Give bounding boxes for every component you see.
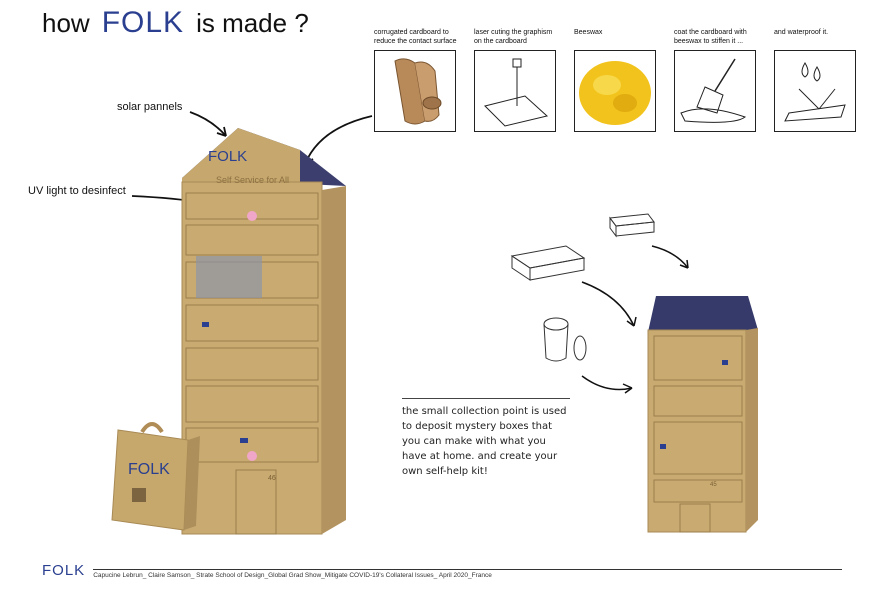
water-drops-icon — [774, 50, 856, 132]
step-caption: corrugated cardboard to reduce the conta… — [374, 29, 457, 45]
step-caption: laser cuting the graphism on the cardboa… — [474, 29, 553, 45]
arrow-box2 — [581, 281, 635, 327]
callout-solar: solar pannels — [117, 101, 183, 113]
step-waterproof: and waterproof it. — [774, 28, 858, 132]
step-caption: Beeswax — [574, 29, 603, 36]
footer: FOLK Capucine Lebrun_ Claire Samson_ Str… — [42, 562, 842, 579]
callout-uv: UV light to desinfect — [28, 185, 126, 197]
laser-icon — [474, 50, 556, 132]
mystery-boxes — [510, 213, 655, 362]
step-laser: laser cuting the graphism on the cardboa… — [474, 28, 558, 132]
tower-number: 46 — [268, 475, 276, 482]
cardboard-bag — [111, 422, 200, 531]
brush-icon — [674, 50, 756, 132]
beeswax-icon — [574, 50, 656, 132]
tower-building — [181, 128, 346, 535]
title-prefix: how — [42, 8, 90, 38]
title-suffix: is made ? — [196, 8, 309, 38]
cardboard-roll-icon — [374, 50, 456, 132]
step-beeswax: Beeswax — [574, 28, 658, 132]
arrow-solar — [189, 111, 227, 137]
info-text: the small collection point is used to de… — [402, 398, 570, 479]
footer-brand: FOLK — [42, 562, 86, 579]
footer-credit: Capucine Lebrun_ Claire Samson_ Strate S… — [93, 569, 842, 579]
step-brush: coat the cardboard with beeswax to stiff… — [674, 28, 758, 132]
step-caption: and waterproof it. — [774, 29, 829, 36]
arrow-box3 — [581, 375, 633, 391]
bag-brand: FOLK — [128, 461, 170, 478]
arrow-box1 — [651, 245, 689, 269]
tower-brand: FOLK — [208, 148, 247, 165]
step-corrugated: corrugated cardboard to reduce the conta… — [374, 28, 458, 132]
arrow-panel — [304, 115, 373, 165]
small-house-roof — [648, 296, 758, 332]
step-caption: coat the cardboard with beeswax to stiff… — [674, 29, 747, 45]
small-house — [647, 296, 758, 533]
title-brand: FOLK — [101, 6, 185, 39]
tower-service: Self Service for All — [216, 175, 289, 185]
small-house-number: 45 — [710, 482, 717, 488]
page-title: how FOLK is made ? — [42, 6, 309, 40]
